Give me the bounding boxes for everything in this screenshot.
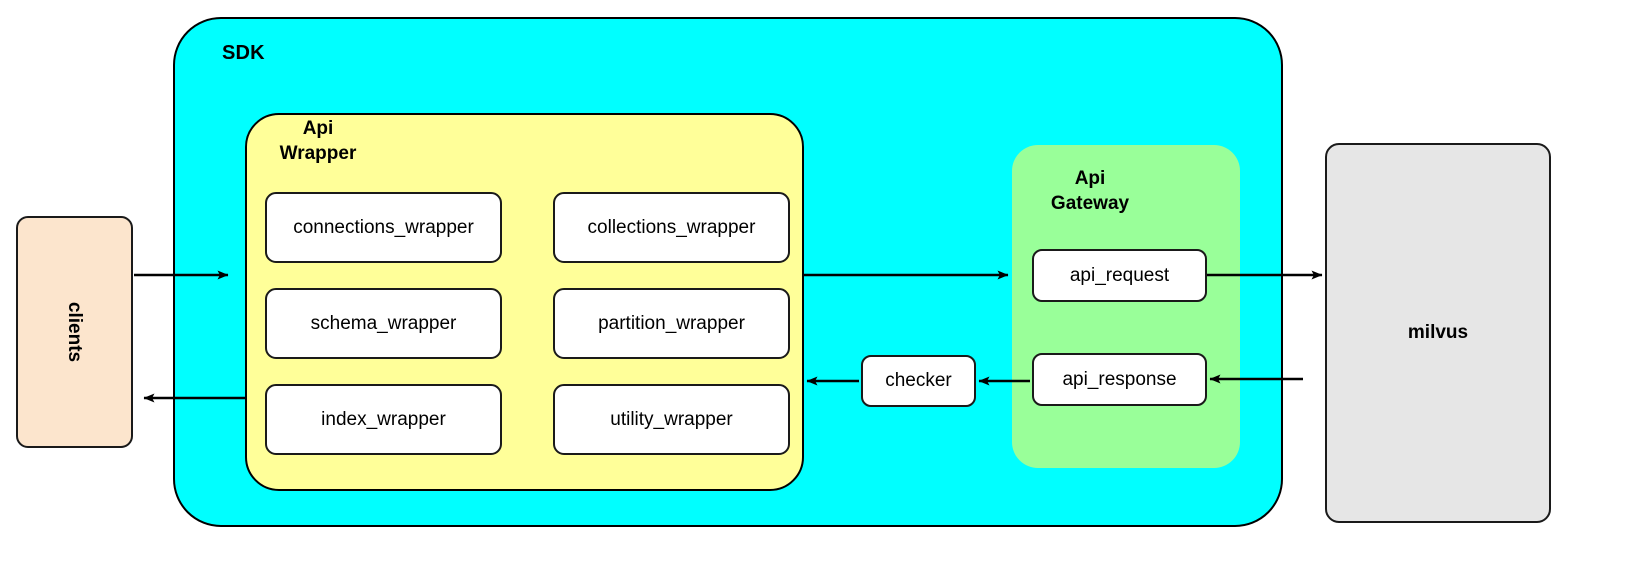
api-gateway-label-line1: Api <box>1074 168 1106 189</box>
sdk-label: SDK <box>222 42 265 64</box>
module-partition-wrapper[interactable]: partition_wrapper <box>553 288 790 359</box>
module-utility-wrapper[interactable]: utility_wrapper <box>553 384 790 455</box>
module-collections-wrapper[interactable]: collections_wrapper <box>553 192 790 263</box>
api-response-box[interactable]: api_response <box>1032 353 1207 406</box>
api-gateway-container <box>1012 145 1240 468</box>
api-wrapper-label-line2: Wrapper <box>279 143 357 164</box>
clients-box[interactable]: clients <box>16 216 133 448</box>
milvus-box[interactable]: milvus <box>1325 143 1551 523</box>
module-index-wrapper[interactable]: index_wrapper <box>265 384 502 455</box>
api-wrapper-label-line1: Api <box>302 118 334 139</box>
api-wrapper-label: Api Wrapper <box>258 116 378 166</box>
api-gateway-label-line2: Gateway <box>1050 193 1130 214</box>
api-gateway-label: Api Gateway <box>1020 166 1160 216</box>
checker-box[interactable]: checker <box>861 355 976 407</box>
module-schema-wrapper[interactable]: schema_wrapper <box>265 288 502 359</box>
clients-label: clients <box>64 301 86 363</box>
module-connections-wrapper[interactable]: connections_wrapper <box>265 192 502 263</box>
api-request-box[interactable]: api_request <box>1032 249 1207 302</box>
